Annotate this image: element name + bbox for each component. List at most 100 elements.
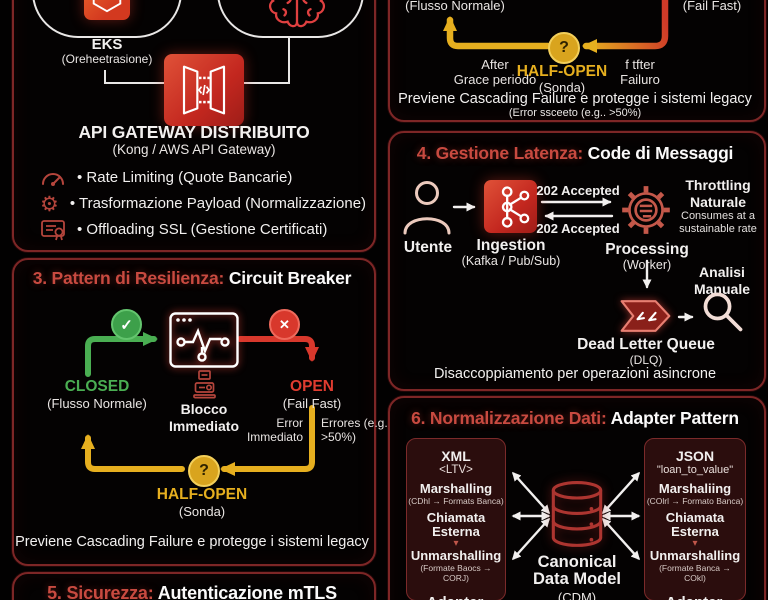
format-sample: "loan_to_value" <box>656 464 734 476</box>
half-open-return-arrows <box>443 0 669 53</box>
format-label: XML <box>441 448 471 464</box>
marshalling-sublabel: (COlrl → Formato Banca) <box>646 496 744 506</box>
open-sublabel: (Fail Fast) <box>682 0 742 13</box>
x-circle-icon: ✕ <box>269 309 300 340</box>
after-failure-label: f tfter Failuro <box>620 57 660 88</box>
circuit-breaker-title: 3. Pattern di Resilienza: Circuit Breake… <box>14 268 370 289</box>
closed-state-label: CLOSED <box>64 378 130 395</box>
panel-security: 5. Sicurezza: Autenticazione mTLS <box>12 572 376 600</box>
closed-sublabel: (Flusso Normale) <box>405 0 505 13</box>
gear-icon: ⚙ <box>40 192 59 216</box>
unmarshalling-label: Unmarshalling <box>410 547 502 563</box>
unmarshalling-sublabel: (Formate Banca → COkl) <box>659 562 731 583</box>
bullet-text: • Rate Limiting (Quote Bancarie) <box>77 169 293 187</box>
gateway-subtitle: (Kong / AWS API Gateway) <box>112 142 276 157</box>
fan-arrows-left <box>511 471 551 561</box>
circuit-flow-arrows <box>81 332 319 476</box>
processing-label: Processing <box>605 241 689 258</box>
external-call-label: Chiamata Esterna <box>665 510 725 540</box>
question-circle-icon: ? <box>188 455 220 487</box>
marshalling-sublabel: (CDhl → Formats Banca) <box>408 496 504 506</box>
user-icon <box>400 179 454 237</box>
circuit-caption: Previene Cascading Failure e protegge i … <box>15 534 369 550</box>
security-title: 5. Sicurezza: Autenticazione mTLS <box>14 583 370 600</box>
panel-adapter-pattern: 6. Normalizzazione Dati: Adapter Pattern… <box>388 396 766 600</box>
down-arrow-icon: ▾ <box>692 537 698 549</box>
title-text: Adapter Pattern <box>610 408 739 428</box>
database-cylinder-icon <box>549 480 605 550</box>
half-open-sublabel: (Sonda) <box>178 504 226 519</box>
user-label: Utente <box>403 239 453 256</box>
half-open-label: HALF-OPEN <box>156 486 248 503</box>
panel-circuit-breaker: 3. Pattern di Resilienza: Circuit Breake… <box>12 258 388 566</box>
accepted-top-label: 202 Accepted <box>536 183 620 198</box>
panel-circuit-breaker-right: (Flusso Normale) (Fail Fast) ? After Gra… <box>388 0 766 122</box>
connector-line <box>288 36 290 84</box>
question-circle-icon: ? <box>548 32 580 64</box>
speedometer-icon <box>40 165 66 191</box>
unmarshalling-label: Unmarshalling <box>649 547 741 563</box>
marshalling-label: Marshalling <box>419 481 493 496</box>
bullet-text: • Offloading SSL (Gestione Certificati) <box>77 221 328 239</box>
dlq-sublabel: (DLQ) <box>629 353 663 367</box>
error-immediate-label: Error Immediato <box>246 416 303 445</box>
ingestion-label: Ingestion <box>476 237 546 254</box>
after-grace-label: After Grace periodo <box>453 57 537 88</box>
panel-api-gateway: EKS (Oreheetrasione) <box>12 0 376 252</box>
format-label: JSON <box>675 448 715 464</box>
title-text: Circuit Breaker <box>228 268 352 288</box>
throttling-sublabel: Consumes at a sustainable rate <box>679 210 757 235</box>
open-state-sublabel: (Fail Fast) <box>282 396 342 411</box>
manual-analysis-label: Analisi Manuale <box>693 264 750 297</box>
title-number: 4. Gestione Latenza: <box>416 143 583 163</box>
title-text: Autenticazione mTLS <box>157 583 337 600</box>
magnifier-icon <box>700 291 746 335</box>
api-gateway-icon <box>164 54 244 126</box>
title-number: 3. Pattern di Resilienza: <box>32 268 225 288</box>
adapter-label-right: Adapter <box>644 594 744 600</box>
connector-line <box>104 82 166 84</box>
bullet-row: • Rate Limiting (Quote Bancarie) <box>40 165 370 191</box>
external-call-label: Chiamata Esterna <box>426 510 486 540</box>
queue-title: 4. Gestione Latenza: Code di Messaggi <box>390 143 760 164</box>
bullet-row: • Offloading SSL (Gestione Certificati) <box>40 217 370 243</box>
check-circle-icon: ✓ <box>111 309 142 340</box>
ingestion-sublabel: (Kafka / Pub/Sub) <box>461 254 561 268</box>
dead-letter-queue-icon <box>617 298 675 334</box>
down-arrow-icon: ▾ <box>453 537 459 549</box>
certificate-icon <box>40 217 66 243</box>
title-text: Code di Messaggi <box>587 143 734 163</box>
eks-label: EKS <box>91 36 123 53</box>
cdm-sublabel: (CDM) <box>557 590 597 600</box>
queue-flow-arrows <box>452 197 694 322</box>
bullet-text: • Trasformazione Payload (Normalizzazion… <box>69 195 367 213</box>
circuit-monitor-icon <box>169 312 239 369</box>
title-number: 6. Normalizzazione Dati: <box>411 408 607 428</box>
adapter-title: 6. Normalizzazione Dati: Adapter Pattern <box>390 408 760 429</box>
unmarshalling-sublabel: (Formate Baocs → CORJ) <box>420 562 492 583</box>
title-number: 5. Sicurezza: <box>47 583 154 600</box>
eks-sublabel: (Oreheetrasione) <box>61 52 153 66</box>
format-sample: <LTV> <box>439 464 473 476</box>
adapter-label-left: Adapter <box>406 594 504 600</box>
brain-icon <box>266 0 328 30</box>
circuit-caption-sub: (Error ssceeto (e.g.. >50%) <box>508 107 642 119</box>
accepted-bottom-label: 202 Accepted <box>536 221 620 236</box>
eks-hexagon-icon <box>92 0 122 13</box>
panel-message-queues: 4. Gestione Latenza: Code di Messaggi Ut… <box>388 131 766 391</box>
connector-line <box>104 70 106 84</box>
gateway-title: API GATEWAY DISTRIBUITO <box>78 122 310 142</box>
queue-caption: Disaccoppiamento per operazioni asincron… <box>433 366 717 382</box>
cdm-label: Canonical Data Model <box>532 553 621 589</box>
dlq-label: Dead Letter Queue <box>577 336 715 353</box>
bullet-row: ⚙ • Trasformazione Payload (Normalizzazi… <box>40 191 370 217</box>
marshalling-label: Marshaliing <box>658 481 732 496</box>
circuit-caption: Previene Cascading Failure e protegge i … <box>398 91 752 107</box>
open-state-label: OPEN <box>290 378 334 395</box>
half-open-sublabel: (Sonda) <box>538 80 586 95</box>
processing-sublabel: (Worker) <box>622 258 672 272</box>
adapter-card-json: JSON "loan_to_value" Marshaliing (COlrl … <box>644 438 746 600</box>
processing-gear-icon <box>618 181 674 239</box>
block-label: Blocco Immediato <box>168 401 239 434</box>
